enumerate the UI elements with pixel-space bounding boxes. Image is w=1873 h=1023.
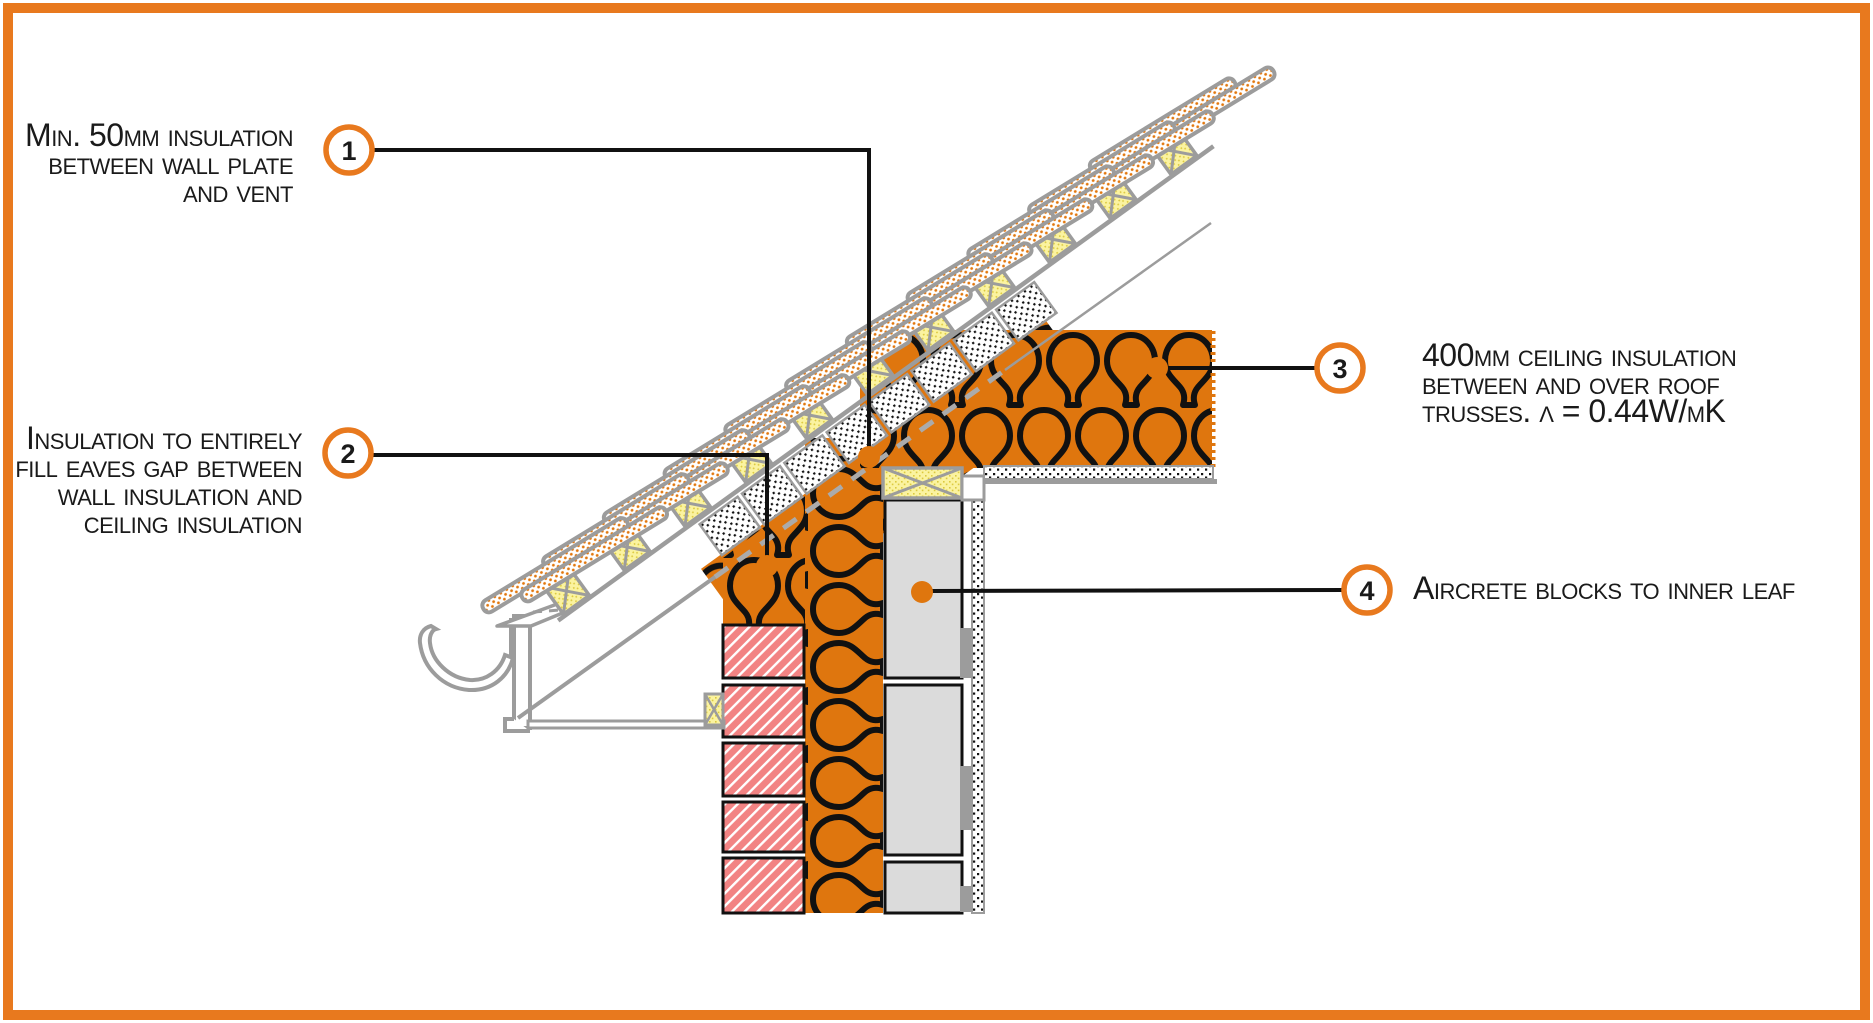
leader-2 xyxy=(372,453,769,560)
leader-dot-4 xyxy=(911,581,933,603)
label-callout-1: Min. 50mm insulation between wall plate … xyxy=(25,117,294,209)
label-line: and vent xyxy=(182,173,294,209)
callout-circle-2: 2 xyxy=(322,427,374,479)
label-line: between wall plate xyxy=(48,145,293,181)
label-line: ceiling insulation xyxy=(83,504,303,540)
plasterboard-ceiling xyxy=(983,465,1214,480)
plasterboard-head-step xyxy=(960,474,986,502)
label-line: Min. 50mm insulation xyxy=(25,117,293,153)
wall-plate xyxy=(881,466,964,500)
leader-1 xyxy=(374,148,871,450)
leader-dot-3 xyxy=(1146,357,1168,379)
ceiling-lining-edge xyxy=(984,479,1217,484)
leader-dot-1 xyxy=(858,446,880,468)
callout-circle-3: 3 xyxy=(1314,342,1366,394)
tilting-fillet xyxy=(495,601,567,628)
soffit-board xyxy=(526,719,726,730)
label-line: wall insulation and xyxy=(57,476,303,512)
callout-circles: 1 2 3 4 xyxy=(322,124,1393,616)
soffit-batten xyxy=(703,692,725,727)
label-line: between and over roof xyxy=(1422,365,1720,401)
aircrete-inner-leaf xyxy=(883,498,964,915)
label-line: 400mm ceiling insulation xyxy=(1422,337,1737,373)
callout-circle-1: 1 xyxy=(323,124,375,176)
leader-dots xyxy=(756,357,1168,603)
leader-4 xyxy=(931,588,1345,593)
leader-lines xyxy=(372,148,1345,593)
label-callout-2: Insulation to entirely fill eaves gap be… xyxy=(15,420,303,540)
wall-group xyxy=(721,465,1217,915)
callout-number-2: 2 xyxy=(340,439,355,469)
fascia-foot xyxy=(503,717,530,733)
callout-circle-4: 4 xyxy=(1341,564,1393,616)
label-line: fill eaves gap between xyxy=(15,448,302,484)
plaster-dabs xyxy=(960,628,972,912)
leader-dot-2 xyxy=(756,555,778,577)
eaves-group xyxy=(417,601,726,733)
callout-number-3: 3 xyxy=(1332,354,1347,384)
truss-top-chord-line xyxy=(516,221,1212,720)
plasterboard-wall-lining xyxy=(971,499,985,914)
cavity-wall-insulation xyxy=(805,438,883,913)
label-callout-4: Aircrete blocks to inner leaf xyxy=(1413,570,1795,606)
label-line: Insulation to entirely xyxy=(25,420,303,456)
brick-outer-leaf xyxy=(721,623,806,915)
label-callout-3: 400mm ceiling insulation between and ove… xyxy=(1422,337,1737,429)
roof-slope-group xyxy=(478,63,1279,623)
label-line: Aircrete blocks to inner leaf xyxy=(1413,570,1795,606)
callout-number-4: 4 xyxy=(1359,576,1374,606)
gutter xyxy=(417,623,516,693)
label-line: trusses. λ = 0.44W/mK xyxy=(1422,393,1726,429)
callout-number-1: 1 xyxy=(341,136,356,166)
roof-underlay-line xyxy=(556,144,1215,623)
